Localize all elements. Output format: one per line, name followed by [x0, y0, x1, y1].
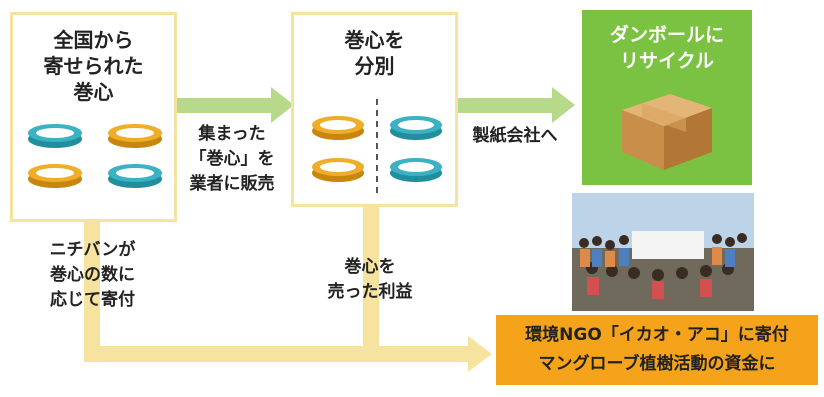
tape-core-icon [108, 124, 162, 148]
cardboard-box-icon [622, 94, 712, 170]
arrow-sold-label: 集まった 「巻心」を 業者に販売 [189, 124, 275, 194]
box-sort-cores: 巻心を 分別 [291, 12, 458, 207]
volunteers-photo [572, 193, 754, 311]
ngo-donation-box: 環境NGO「イカオ・アコ」に寄付 マングローブ植樹活動の資金に [496, 315, 818, 385]
donation-label: ニチバンが 巻心の数に 応じて寄付 [49, 240, 136, 310]
tape-core-icon [28, 124, 82, 148]
tape-core-icon [28, 164, 82, 188]
sorted-core-icons [312, 99, 442, 195]
tape-core-icon [390, 158, 442, 182]
recycle-box: ダンボールに リサイクル [582, 10, 752, 185]
recycle-title: ダンボールに リサイクル [609, 24, 724, 72]
profit-label: 巻心を 売った利益 [327, 257, 413, 302]
box-sort-cores-title: 巻心を 分別 [344, 28, 405, 78]
tape-core-icon [390, 116, 442, 140]
box-collected-cores-title: 全国から 寄せられた 巻心 [43, 28, 144, 104]
tape-core-icon [312, 116, 364, 140]
box-collected-cores: 全国から 寄せられた 巻心 [10, 12, 177, 222]
tape-core-icon [108, 164, 162, 188]
tape-core-icons [28, 124, 162, 188]
arrow-paper-company-label: 製紙会社へ [472, 126, 558, 146]
ngo-donation-text: 環境NGO「イカオ・アコ」に寄付 マングローブ植樹活動の資金に [525, 325, 789, 374]
tape-core-icon [312, 158, 364, 182]
